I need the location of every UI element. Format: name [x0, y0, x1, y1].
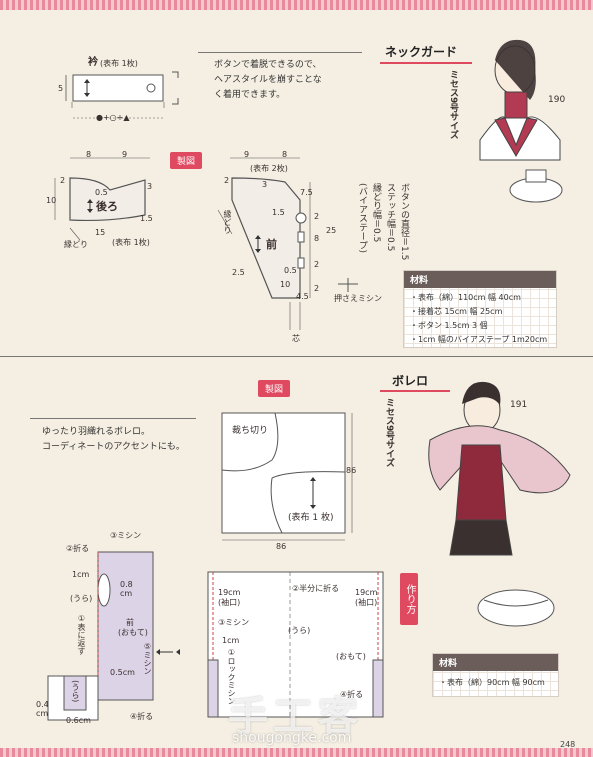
collar-symbol-row: ●+○+▲	[96, 113, 130, 122]
cut-line-label: 裁ち切り	[232, 426, 269, 436]
bottom-stripe-border	[0, 748, 593, 757]
bolero-seizu-label: 製図	[258, 380, 291, 397]
collar-pattern-piece	[72, 74, 164, 102]
top-stripe-border	[0, 0, 593, 10]
collar-height-label: 5	[58, 84, 64, 93]
bolero-back-step-piece	[207, 571, 384, 718]
neckguard-heading: ネックガード	[385, 45, 458, 59]
bolero-size-label: ミセス9号サイズ	[384, 398, 394, 468]
neckguard-seizu-label: 製図	[170, 152, 203, 169]
bolero-width-dim: 86	[276, 542, 287, 551]
front-piece-label: 前	[266, 238, 277, 251]
neckguard-materials-box: 材料 ・表布（綿）110cm 幅 40cm ・接着芯 15cm 幅 25cm ・…	[403, 270, 557, 348]
collar-cloth-label: (表布 1枚)	[100, 59, 138, 68]
collar-button-hole	[146, 83, 156, 93]
bolero-height-dim: 86	[346, 466, 357, 475]
bolero-heading: ボレロ	[392, 374, 429, 388]
section-divider	[0, 356, 593, 357]
neckguard-description: ボタンで着脱できるので、 ヘアスタイルを崩すことな く着用できます。	[214, 60, 322, 100]
bolero-materials-box: 材料 ・表布（綿）90cm 幅 90cm	[432, 653, 559, 697]
collar-title: 衿	[88, 57, 98, 68]
neckguard-size-label: ミセス9号サイズ	[448, 70, 458, 140]
press-stitch-label: 押さえミシン	[334, 294, 382, 303]
bolero-pattern-square	[221, 412, 346, 534]
page-number: 248	[560, 740, 576, 749]
front-cloth-label: (表布 2枚)	[250, 164, 288, 173]
bolero-cloth-label: (表布 1 枚)	[288, 513, 334, 523]
back-piece-label: 後ろ	[96, 200, 118, 213]
front-pattern-piece	[231, 177, 301, 299]
watermark-url: shougongke.com	[232, 730, 352, 746]
watermark-logo: 手工客	[228, 694, 363, 740]
bolero-model-number: 191	[510, 400, 528, 410]
tsukurikata-label: 作り方	[400, 573, 418, 625]
bolero-description: ゆったり羽織れるボレロ。 コーディネートのアクセントにも。	[42, 427, 185, 452]
neckguard-model-number: 190	[548, 95, 566, 105]
